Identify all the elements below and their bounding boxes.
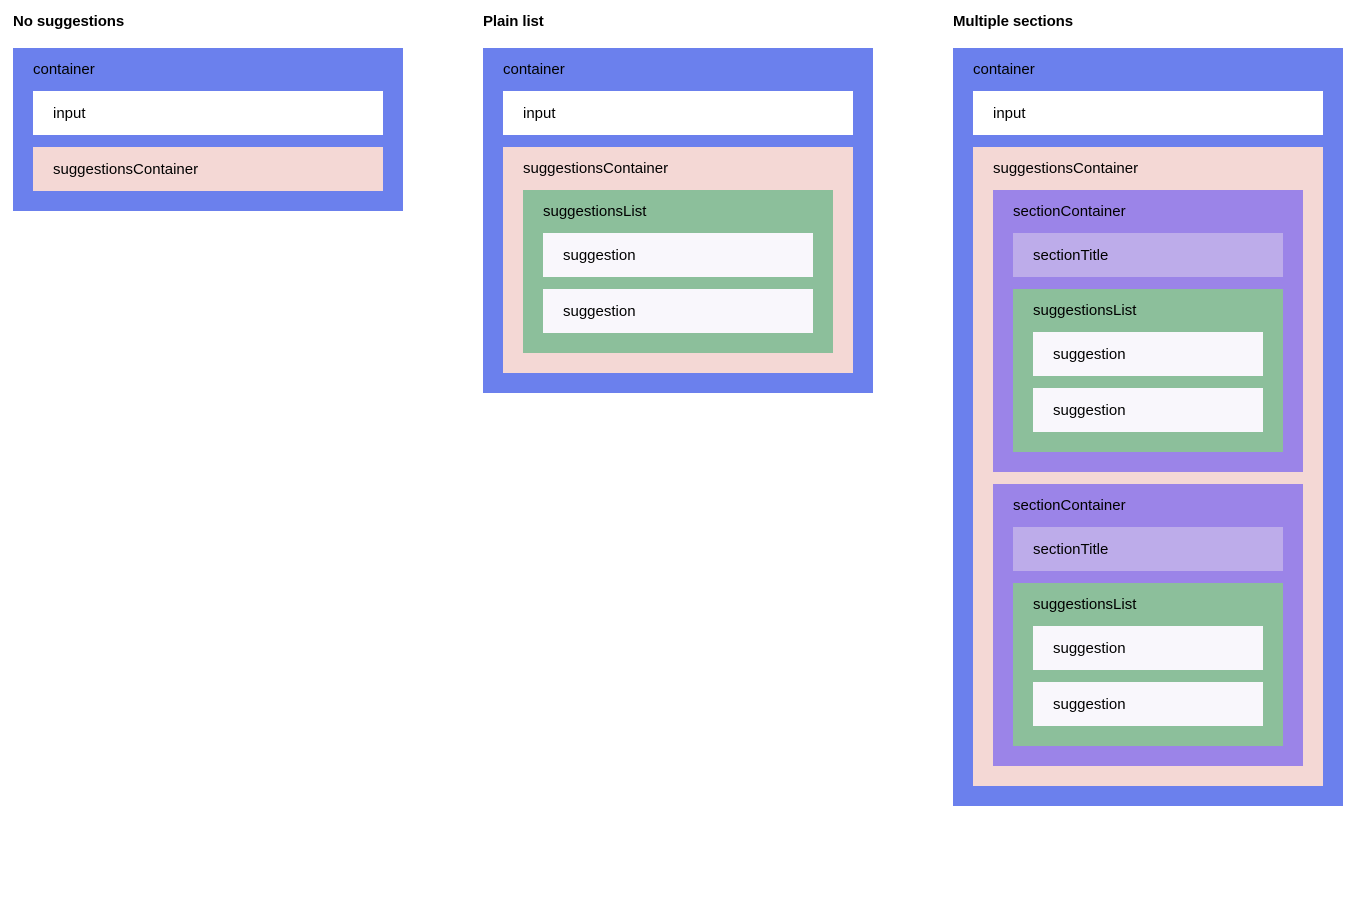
suggestion-label: suggestion	[1053, 401, 1126, 419]
suggestion-label: suggestion	[563, 246, 636, 264]
column-plain-list: Plain list container input suggestionsCo…	[483, 0, 873, 393]
column-heading: Multiple sections	[953, 13, 1073, 30]
suggestions-container-label: suggestionsContainer	[993, 160, 1139, 177]
input-label: input	[523, 104, 556, 122]
section-title-label: sectionTitle	[1033, 540, 1109, 558]
container-box: container input suggestionsContainer sug…	[483, 48, 873, 393]
section-container-box: sectionContainer sectionTitle suggestion…	[993, 190, 1303, 472]
container-label: container	[973, 61, 1035, 78]
suggestion-item[interactable]: suggestion	[543, 289, 813, 333]
suggestions-container-box: suggestionsContainer sectionContainer se…	[973, 147, 1323, 786]
section-title-label: sectionTitle	[1033, 246, 1109, 264]
suggestion-item[interactable]: suggestion	[1033, 626, 1263, 670]
suggestions-list-label: suggestionsList	[1033, 302, 1137, 319]
suggestion-item[interactable]: suggestion	[1033, 682, 1263, 726]
suggestions-list-label: suggestionsList	[1033, 596, 1137, 613]
suggestions-list-box: suggestionsList suggestion suggestion	[1013, 583, 1283, 746]
column-heading: Plain list	[483, 13, 544, 30]
container-box: container input suggestionsContainer	[13, 48, 403, 211]
section-container-label: sectionContainer	[1013, 497, 1126, 514]
section-title-box: sectionTitle	[1013, 527, 1283, 571]
suggestion-item[interactable]: suggestion	[543, 233, 813, 277]
suggestion-label: suggestion	[563, 302, 636, 320]
input-box[interactable]: input	[503, 91, 853, 135]
column-multiple-sections: Multiple sections container input sugges…	[953, 0, 1343, 806]
suggestion-label: suggestion	[1053, 639, 1126, 657]
suggestions-container-label: suggestionsContainer	[523, 160, 669, 177]
container-label: container	[503, 61, 565, 78]
suggestions-container-label: suggestionsContainer	[53, 160, 199, 178]
suggestions-list-box: suggestionsList suggestion suggestion	[1013, 289, 1283, 452]
suggestion-label: suggestion	[1053, 345, 1126, 363]
section-container-label: sectionContainer	[1013, 203, 1126, 220]
column-no-suggestions: No suggestions container input suggestio…	[13, 0, 403, 211]
input-label: input	[993, 104, 1026, 122]
input-box[interactable]: input	[33, 91, 383, 135]
suggestions-list-label: suggestionsList	[543, 203, 647, 220]
section-container-box: sectionContainer sectionTitle suggestion…	[993, 484, 1303, 766]
input-box[interactable]: input	[973, 91, 1323, 135]
suggestion-item[interactable]: suggestion	[1033, 388, 1263, 432]
suggestions-container-box: suggestionsContainer suggestionsList sug…	[503, 147, 853, 373]
column-heading: No suggestions	[13, 13, 125, 30]
suggestions-list-box: suggestionsList suggestion suggestion	[523, 190, 833, 353]
container-box: container input suggestionsContainer sec…	[953, 48, 1343, 806]
input-label: input	[53, 104, 86, 122]
section-title-box: sectionTitle	[1013, 233, 1283, 277]
suggestions-container-box: suggestionsContainer	[33, 147, 383, 191]
suggestion-item[interactable]: suggestion	[1033, 332, 1263, 376]
container-label: container	[33, 61, 95, 78]
suggestion-label: suggestion	[1053, 695, 1126, 713]
